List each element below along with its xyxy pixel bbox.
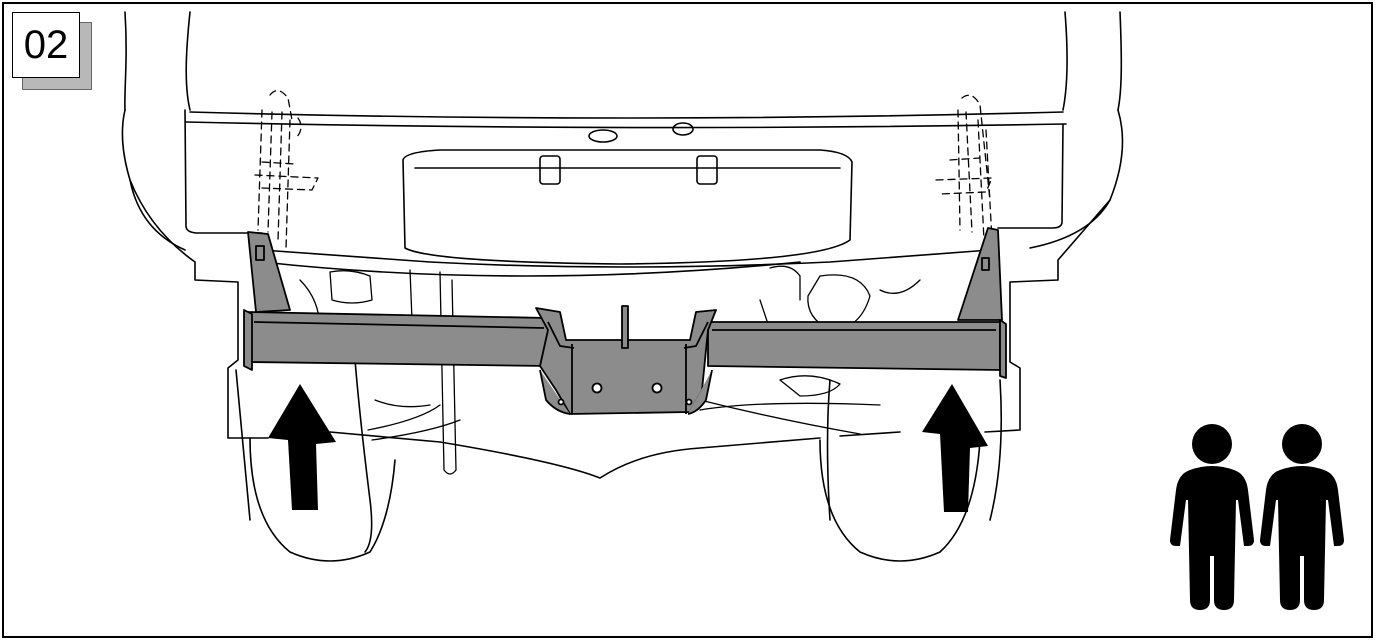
right-lift-arrow <box>922 384 988 512</box>
step-number-badge: 02 <box>12 12 92 90</box>
towbar-assembly <box>243 227 1007 415</box>
right-side-bracket <box>957 227 1003 321</box>
left-lift-arrow <box>268 384 336 510</box>
center-receiver-bracket <box>535 307 717 415</box>
left-side-bracket <box>247 231 291 313</box>
left-rear-wheel <box>235 359 396 562</box>
person-icon <box>1260 424 1344 610</box>
underbody-components <box>299 265 921 475</box>
hidden-mount-points <box>254 90 993 249</box>
license-plate-recess <box>402 122 853 265</box>
main-crossbar <box>247 311 549 367</box>
right-rear-wheel <box>819 379 1003 562</box>
vehicle-body <box>121 11 1124 479</box>
person-icon <box>1170 424 1254 610</box>
step-number: 02 <box>12 12 80 78</box>
two-person-icon <box>1170 424 1344 610</box>
arrow-up-icon <box>268 384 988 512</box>
